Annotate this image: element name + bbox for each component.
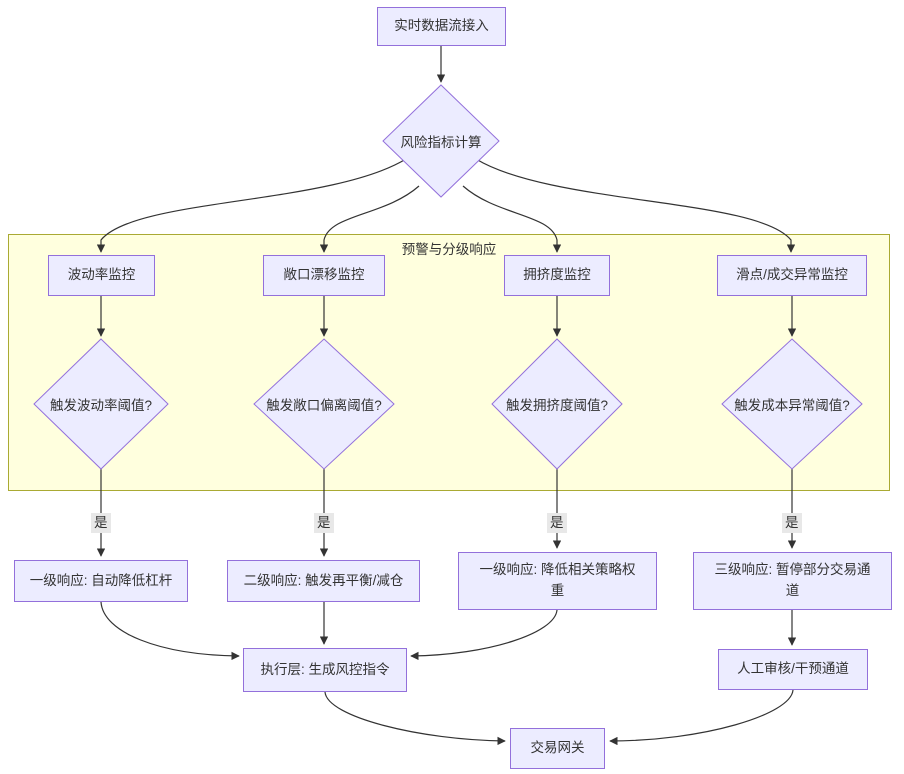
node-slippage-monitor: 滑点/成交异常监控 xyxy=(717,255,867,296)
edge-label-yes-2: 是 xyxy=(314,513,334,533)
edge-risk-to-slippage-monitor xyxy=(475,158,796,253)
edge-resp1-to-exec xyxy=(100,601,240,661)
edge-label-yes-4: 是 xyxy=(782,513,802,533)
node-resp-level1-weight: 一级响应: 降低相关策略权重 xyxy=(458,552,657,610)
node-vol-monitor: 波动率监控 xyxy=(48,255,155,296)
decision-cost-check-shape xyxy=(721,338,863,470)
node-resp-level2-rebalance-label: 二级响应: 触发再平衡/减仓 xyxy=(243,572,404,588)
decision-crowding-check-shape xyxy=(491,338,623,470)
node-manual-review-label: 人工审核/干预通道 xyxy=(737,661,849,677)
edge-risk-to-crowding-monitor xyxy=(462,185,562,253)
node-drift-monitor: 敞口漂移监控 xyxy=(263,255,385,296)
node-resp-level3-halt: 三级响应: 暂停部分交易通道 xyxy=(693,552,892,610)
node-resp-level1-weight-label: 一级响应: 降低相关策略权重 xyxy=(479,562,636,598)
decision-drift-check-label: 触发敞口偏离阈值? xyxy=(266,398,382,413)
node-resp-level2-rebalance: 二级响应: 触发再平衡/减仓 xyxy=(227,560,420,602)
decision-cost-check-label: 触发成本异常阈值? xyxy=(734,398,850,413)
decision-drift-check-shape xyxy=(253,338,395,470)
edge-exec-to-gateway xyxy=(324,691,506,746)
decision-risk-calc-shape xyxy=(382,84,500,198)
decision-vol-check-label: 触发波动率阈值? xyxy=(49,398,152,413)
node-crowding-monitor: 拥挤度监控 xyxy=(504,255,610,296)
cluster-title: 预警与分级响应 xyxy=(401,242,497,257)
node-crowding-monitor-label: 拥挤度监控 xyxy=(523,267,591,283)
node-vol-monitor-label: 波动率监控 xyxy=(67,267,136,283)
edge-risk-to-drift-monitor xyxy=(319,185,420,253)
decision-risk-calc-label: 风险指标计算 xyxy=(400,135,482,150)
node-manual-review: 人工审核/干预通道 xyxy=(718,649,868,690)
node-slippage-monitor-label: 滑点/成交异常监控 xyxy=(736,267,848,283)
node-resp-level3-halt-label: 三级响应: 暂停部分交易通道 xyxy=(714,562,871,598)
node-gateway-label: 交易网关 xyxy=(530,740,585,756)
node-ingest: 实时数据流接入 xyxy=(377,7,506,46)
edge-label-yes-1: 是 xyxy=(91,513,111,533)
edge-risk-to-vol-monitor xyxy=(96,158,407,253)
edge-label-yes-3: 是 xyxy=(547,513,567,533)
node-gateway: 交易网关 xyxy=(510,728,605,769)
node-resp-level1-leverage: 一级响应: 自动降低杠杆 xyxy=(14,560,188,602)
edge-manual-to-gateway xyxy=(609,689,794,746)
node-exec-layer-label: 执行层: 生成风控指令 xyxy=(260,661,390,677)
node-drift-monitor-label: 敞口漂移监控 xyxy=(283,267,365,283)
decision-crowding-check-label: 触发拥挤度阈值? xyxy=(505,398,608,413)
edge-resp3-to-exec xyxy=(410,609,558,661)
decision-vol-check-shape xyxy=(33,338,169,470)
node-resp-level1-leverage-label: 一级响应: 自动降低杠杆 xyxy=(29,572,173,588)
node-exec-layer: 执行层: 生成风控指令 xyxy=(243,648,407,692)
node-ingest-label: 实时数据流接入 xyxy=(394,18,489,34)
